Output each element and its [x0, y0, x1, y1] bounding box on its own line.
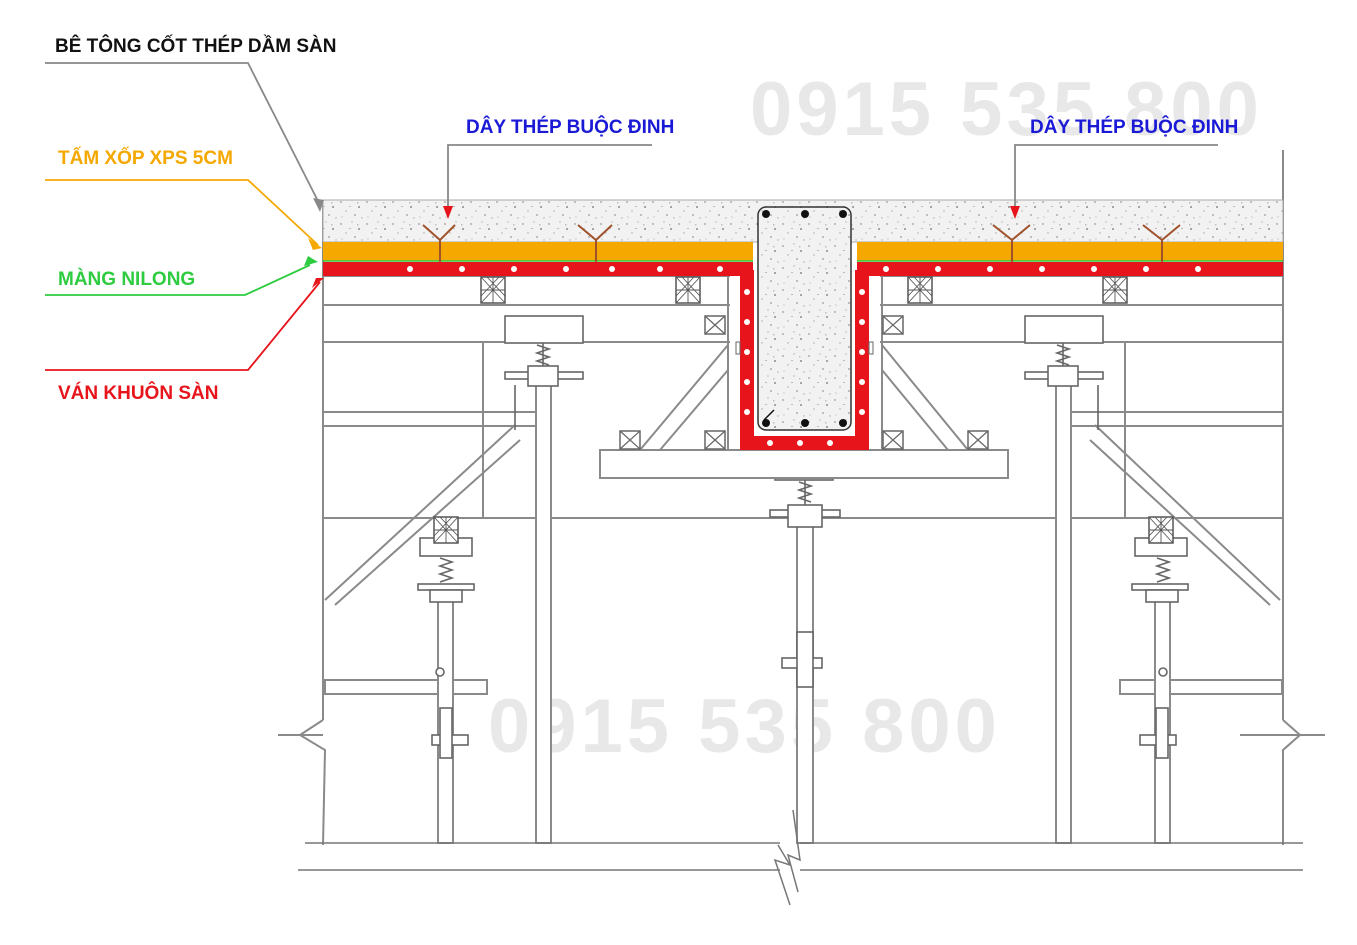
timber-block	[967, 430, 989, 450]
concrete-beam	[757, 206, 852, 431]
timber-block	[907, 276, 933, 304]
stirrup-hook	[763, 409, 775, 421]
label-wire-left: DÂY THÉP BUỘC ĐINH	[466, 116, 674, 138]
label-wire-right: DÂY THÉP BUỘC ĐINH	[1030, 116, 1238, 138]
leader-lines	[45, 62, 1218, 371]
timber-block	[1148, 516, 1174, 544]
formwork-panel	[855, 270, 869, 450]
timber-block	[882, 430, 904, 450]
watermark-top: 0915 535 800	[750, 67, 1263, 152]
timber-block	[704, 430, 726, 450]
label-concrete: BÊ TÔNG CỐT THÉP DẦM SÀN	[55, 35, 337, 57]
timber-block	[704, 315, 726, 335]
timber-block	[675, 276, 701, 304]
rebar-dots	[762, 210, 847, 427]
timber-block	[480, 276, 506, 304]
watermark-bottom: 0915 535 800	[488, 684, 1001, 769]
label-xps: TẤM XỐP XPS 5CM	[58, 147, 233, 169]
beam-clip	[868, 341, 874, 355]
timber-block	[1102, 276, 1128, 304]
formwork-panel	[740, 270, 754, 450]
timber-block	[433, 516, 459, 544]
formwork-panel	[857, 262, 1283, 276]
formwork-panel	[740, 436, 869, 450]
timber-block	[882, 315, 904, 335]
nail-dots	[407, 266, 1201, 446]
ground-line	[298, 809, 1303, 906]
timber-block	[619, 430, 641, 450]
leader-arrows	[304, 198, 1020, 288]
label-formwork: VÁN KHUÔN SÀN	[58, 382, 218, 404]
beam-bearer	[599, 449, 1009, 479]
formwork-panel	[323, 262, 753, 276]
prop-jacks	[417, 315, 1189, 759]
beam-clip	[735, 341, 741, 355]
xps-layer	[857, 242, 1283, 261]
tie-wires	[422, 224, 1181, 262]
xps-layer	[323, 242, 753, 261]
label-nilon: MÀNG NILONG	[58, 268, 195, 290]
